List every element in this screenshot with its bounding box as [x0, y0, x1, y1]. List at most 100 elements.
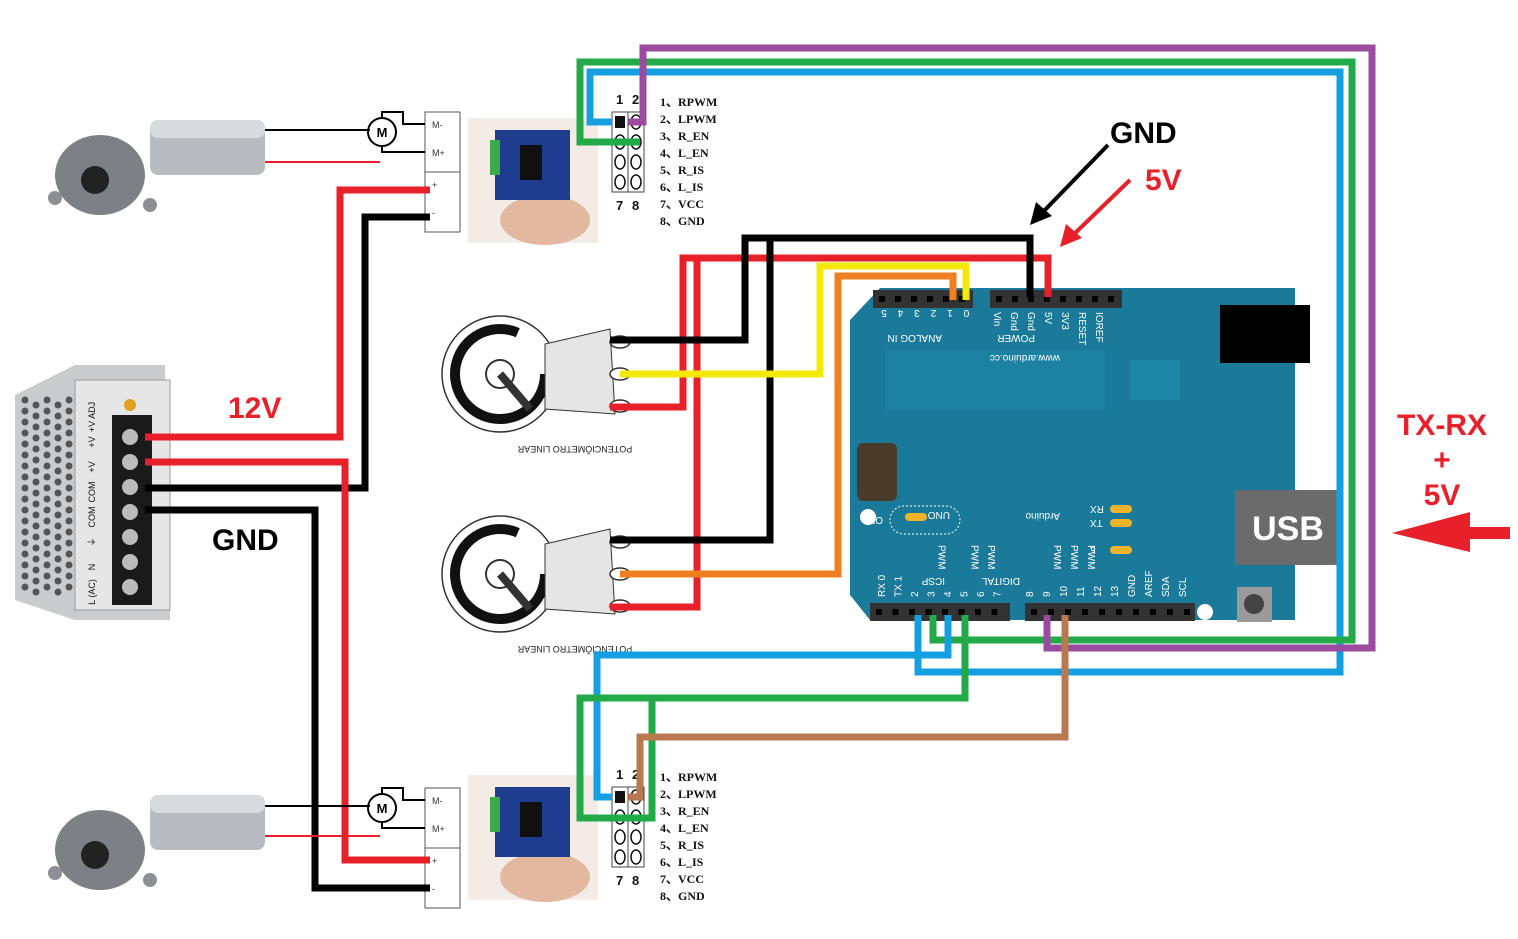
- header-pin: [943, 296, 949, 302]
- gnd-left-label: GND: [212, 524, 279, 557]
- digital-pin-label: SCL: [1178, 577, 1189, 597]
- header-number: 8: [632, 198, 639, 213]
- analog-pin-label: 5: [881, 307, 887, 318]
- driver-pin-label: 3、R_EN: [660, 129, 710, 143]
- arduino-url: www.arduino.cc: [990, 352, 1061, 363]
- motor-leads: [265, 129, 380, 837]
- svg-text:M: M: [377, 125, 388, 140]
- digital-pin-label: 9: [1042, 591, 1053, 597]
- analog-header: [873, 290, 973, 308]
- usb-arrow: [1392, 512, 1510, 552]
- header-pin: [909, 609, 915, 615]
- l-led: [1110, 546, 1132, 554]
- header-pin: [925, 609, 932, 615]
- header-pin: [991, 609, 998, 615]
- icsp-label: ICSP: [921, 575, 945, 586]
- header-number: 2: [632, 92, 639, 107]
- terminal-label: +: [432, 856, 437, 866]
- digital-label: DIGITAL: [981, 575, 1020, 586]
- header-pin: [975, 609, 981, 615]
- header-pin: [959, 296, 965, 302]
- driver-pin-label: 4、L_EN: [660, 821, 709, 835]
- header-pin: [876, 609, 882, 615]
- header-pin: [1076, 296, 1082, 302]
- usb-port: [1235, 490, 1340, 565]
- driver-pin-label: 4、L_EN: [660, 146, 709, 160]
- digital-pin-label: 4: [943, 591, 954, 597]
- wire-a0-yellow: [620, 262, 970, 378]
- pwm-label: PWM: [969, 545, 980, 569]
- power-pin-label: Gnd: [1025, 312, 1036, 331]
- header-pin: [958, 609, 965, 615]
- gnd-top-label: GND: [1110, 117, 1177, 150]
- driver-pin-label: 5、R_IS: [660, 838, 704, 852]
- psu-terminal-label: ⏚: [87, 537, 97, 546]
- power-pin-label: RESET: [1076, 312, 1087, 345]
- digital-pin-label: 8: [1025, 591, 1036, 597]
- driver-pin-label: 2、LPWM: [660, 787, 717, 801]
- 12v-label: 12V: [228, 392, 281, 425]
- header-pin: [1028, 296, 1034, 302]
- motor-bottom: [48, 795, 265, 890]
- header-pin: [892, 609, 899, 615]
- header-pin: [1082, 609, 1088, 615]
- analog-pin-label: 2: [930, 307, 936, 318]
- driver-pin-label: 2、LPWM: [660, 112, 717, 126]
- digital-pin-label: AREF: [1144, 570, 1155, 597]
- driver-pin-label: 1、RPWM: [660, 770, 717, 784]
- l-led-label: L: [1090, 544, 1096, 555]
- digital-pin-label: 5: [960, 591, 971, 597]
- svg-text:M: M: [377, 801, 388, 816]
- pwm-label: PWM: [1051, 545, 1062, 569]
- header-number: 8: [632, 873, 639, 888]
- 5v-right-label: 5V: [1424, 479, 1461, 512]
- terminal-label: -: [432, 884, 435, 894]
- driver-pin-label: 3、R_EN: [660, 804, 710, 818]
- driver-pin-label: 7、VCC: [660, 197, 704, 211]
- driver-pin-label: 8、GND: [660, 889, 705, 903]
- psu-terminal-label: L (AC): [87, 579, 97, 605]
- terminal-label: -: [432, 208, 435, 218]
- wire-12v-bottom: [145, 458, 430, 864]
- analog-in-label: ANALOG IN: [888, 332, 942, 343]
- psu-terminal-label: COM: [87, 507, 97, 528]
- digital-pin-label: 11: [1076, 586, 1087, 597]
- driver-pin-label: 6、L_IS: [660, 180, 704, 194]
- header-pin: [1031, 609, 1037, 615]
- wires: [145, 44, 1376, 892]
- digital-pin-label: 2: [910, 591, 921, 597]
- header-pin: [911, 296, 917, 302]
- power-header: [990, 290, 1122, 308]
- wire-d5-green: [576, 615, 969, 822]
- wire-gnd-top: [145, 213, 430, 492]
- power-pin-label: Gnd: [1008, 312, 1019, 331]
- on-led: [905, 513, 927, 521]
- wire-d4-blue: [593, 615, 952, 801]
- header-number: 2: [632, 767, 639, 782]
- pwm-label: PWM: [985, 545, 996, 569]
- terminal-label: M+: [432, 148, 445, 158]
- digital-pin-label: 3: [927, 591, 938, 597]
- header-pin: [1150, 609, 1156, 615]
- header-pin: [1065, 609, 1071, 615]
- header-pin: [927, 296, 933, 302]
- psu-terminal-label: N: [87, 564, 97, 571]
- arduino-model: UNO: [928, 509, 950, 520]
- header-pin: [1133, 609, 1139, 615]
- wire-d2-blue: [586, 68, 1344, 676]
- rx-led: [1110, 505, 1132, 513]
- digital-pin-label: 10: [1059, 585, 1070, 597]
- wire-5v-pot1: [610, 254, 1052, 411]
- power-label: POWER: [997, 332, 1035, 343]
- plus-label: +: [1433, 444, 1451, 477]
- driver-pin-label: 8、GND: [660, 214, 705, 228]
- psu-terminal-label: +V ADJ: [87, 402, 97, 432]
- on-led-label: ON: [868, 514, 883, 525]
- terminal-label: +: [432, 180, 437, 190]
- power-pin-label: 5V: [1042, 312, 1053, 325]
- potentiometer-1: POTENCIÔMETRO LINEAR: [441, 315, 632, 454]
- digital-pin-label: 13: [1110, 585, 1121, 597]
